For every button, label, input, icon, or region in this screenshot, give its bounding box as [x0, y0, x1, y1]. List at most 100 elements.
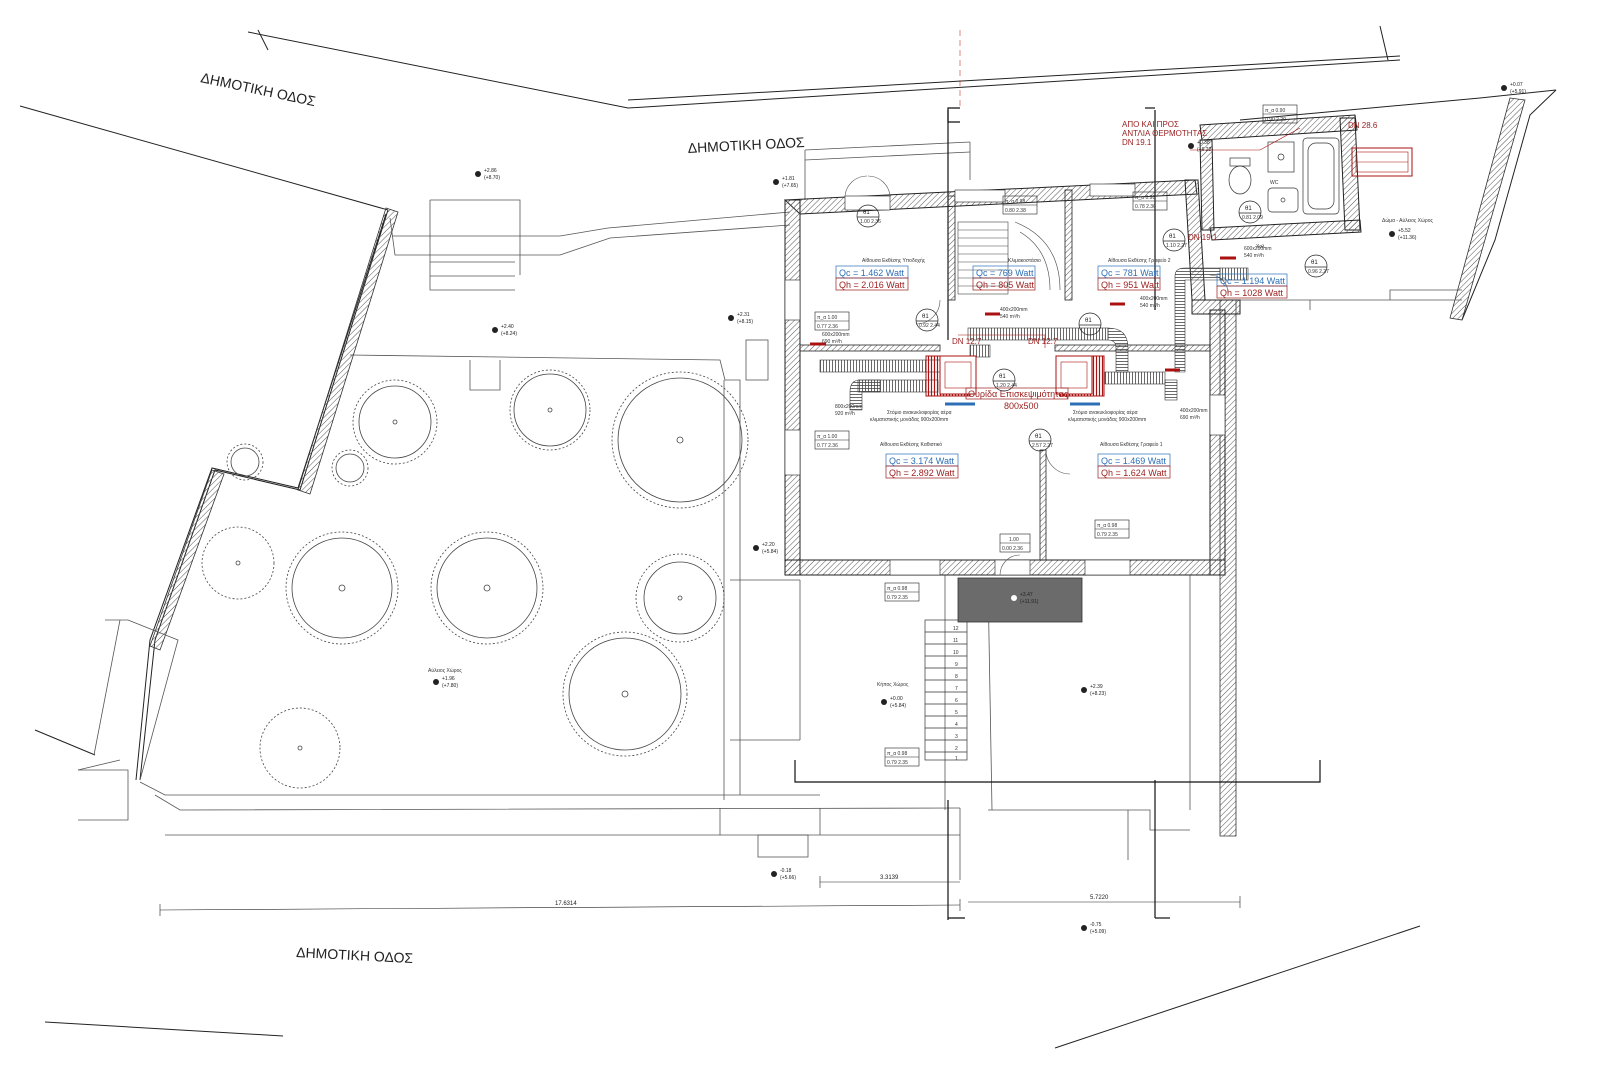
site-boundary-hatched-wall [149, 97, 1526, 837]
airflow-label: 690 m³/h [822, 339, 842, 345]
airflow-label: 540 m³/h [1000, 314, 1020, 320]
entry-landing [957, 577, 1083, 623]
svg-text:(+8.70): (+8.70) [484, 175, 500, 181]
level-marker: +3.47(+11.91) [1011, 592, 1039, 605]
heating-load-label: Qh = 2.016 Watt [839, 280, 905, 290]
building-walls [783, 114, 1362, 576]
level-marker: +2.40(+8.24) [492, 324, 517, 337]
room-name-label: Αίθουσα Εκθέσης Υποδοχής [862, 257, 926, 264]
airflow-label: 540 m³/h [1244, 253, 1264, 259]
thermo-tag: θ1 [1311, 260, 1318, 266]
thermo-tag: θ1 [1035, 434, 1042, 440]
opening-type: 1.00 [1009, 537, 1019, 543]
level-marker: +0.00(+5.84) [881, 696, 906, 709]
opening-dims: 0.90 2.20 [1265, 117, 1286, 123]
pipe-diameter-label: DN 19.1 [1122, 138, 1152, 147]
svg-text:(+6.22): (+6.22) [1197, 147, 1213, 153]
duct-size-label: 400x200mm [1000, 307, 1028, 313]
tree [226, 443, 264, 481]
street-name-label: ΔΗΜΟΤΙΚΗ ΟΔΟΣ [296, 944, 414, 966]
stair-numbers: 12 11 10 9 8 7 6 5 4 3 2 1 [953, 626, 959, 762]
thermo-tag: θ1 [863, 210, 870, 216]
thermo-dim: 1.10 2.27 [1166, 243, 1187, 249]
tree [509, 369, 591, 451]
opening-dims: 0.79 2.35 [887, 760, 908, 766]
svg-text:(+11.36): (+11.36) [1398, 235, 1417, 241]
level-marker: +2.31(+8.15) [728, 312, 753, 325]
level-marker: +2.39(+8.23) [1081, 684, 1106, 697]
thermo-dim: 1.00 2.36 [860, 219, 881, 225]
tree [201, 526, 275, 600]
level-markers: +2.86(+8.70) +1.81(+7.65) +2.40(+8.24) +… [433, 82, 1526, 935]
tree [259, 707, 341, 789]
level-marker: -0.18(+5.66) [771, 868, 796, 881]
thermo-marker [1028, 428, 1052, 452]
airflow-label: 540 m³/h [1140, 303, 1160, 309]
opening-dims: 0.80 2.38 [1005, 208, 1026, 214]
stair-step-number: 2 [955, 746, 958, 752]
dimension-label: 3.3139 [880, 875, 899, 881]
room-name-label: Δώμα - Αύλειος Χώρος [1382, 217, 1434, 224]
cooling-load-label: Qc = 1.194 Watt [1220, 276, 1285, 286]
airflow-label: 690 m³/h [1180, 415, 1200, 421]
thermo-tag: θ1 [999, 374, 1006, 380]
thermo-tag: θ1 [1169, 234, 1176, 240]
svg-text:(+8.23): (+8.23) [1090, 691, 1106, 697]
svg-text:-0.18: -0.18 [780, 868, 792, 874]
opening-type: π_α 0.98 [1135, 195, 1155, 201]
cooling-load-label: Qc = 3.174 Watt [889, 456, 954, 466]
tree [611, 371, 749, 509]
opening-type: π_α 0.98 [887, 586, 907, 592]
access-door-label: Θυρίδα Επισκεψιμότητας [968, 389, 1069, 399]
thermo-tag: θ1 [1245, 206, 1252, 212]
stair-step-number: 3 [955, 734, 958, 740]
level-marker: +2.20(+5.84) [753, 542, 778, 555]
svg-text:+0.38: +0.38 [1197, 140, 1210, 146]
tree [635, 553, 725, 643]
tree [430, 531, 544, 645]
duct-size-label: 800x200mm [835, 404, 863, 410]
room-name-label: Κλιμακοστάσιο [1008, 257, 1041, 264]
dimension-label: 17.6314 [555, 901, 577, 907]
load-box: Qc = 769 Watt Qh = 805 Watt [972, 265, 1036, 291]
svg-text:+2.40: +2.40 [501, 324, 514, 330]
svg-text:(+8.15): (+8.15) [737, 319, 753, 325]
opening-dims: 0.77 2.36 [817, 324, 838, 330]
opening-type: π_α 0.90 [1265, 108, 1285, 114]
return-outlet-label: κλιματιστικής μονάδας 900x200mm [1068, 416, 1146, 423]
opening-dims: 0.00 2.36 [1002, 546, 1023, 552]
opening-type: π_α 0.98 [1005, 199, 1025, 205]
level-marker: +0.07(+5.91) [1501, 82, 1526, 95]
pipe-diameter-label: DN 12.7 [1028, 337, 1058, 346]
thermo-marker [1162, 228, 1186, 252]
thermo-dim: 1.20 2.44 [996, 383, 1017, 389]
load-box: Qc = 3.174 Watt Qh = 2.892 Watt [885, 453, 959, 479]
stair-step-number: 11 [953, 638, 958, 644]
opening-tag-labels: π_α 0.98 0.80 2.38 π_α 0.98 0.78 2.36 π_… [817, 108, 1286, 766]
opening-dims: 0.77 2.36 [817, 443, 838, 449]
cooling-load-label: Qc = 1.462 Watt [839, 268, 904, 278]
svg-text:+2.31: +2.31 [737, 312, 750, 318]
heat-pump-unit [1351, 147, 1413, 177]
thermo-marker [915, 308, 939, 332]
svg-text:(+11.91): (+11.91) [1020, 599, 1039, 605]
pipe-diameter-label: DN 28.6 [1348, 121, 1378, 130]
return-outlet-label: Στόμιο ανακυκλοφορίας αέρα [1073, 409, 1138, 416]
thermo-marker [992, 368, 1016, 392]
thermo-markers [856, 200, 1328, 452]
cooling-load-label: Qc = 781 Watt [1101, 268, 1159, 278]
svg-text:+3.47: +3.47 [1020, 592, 1033, 598]
stair-step-number: 7 [955, 686, 958, 692]
room-name-label: Αίθουσα Εκθέσης Γραφείο 2 [1108, 257, 1171, 264]
stair-step-number: 9 [955, 662, 958, 668]
load-box: Qc = 781 Watt Qh = 951 Watt [1097, 265, 1161, 291]
thermo-marker [1078, 312, 1102, 336]
tree [285, 531, 399, 645]
svg-text:(+5.66): (+5.66) [780, 875, 796, 881]
stair-step-number: 6 [955, 698, 958, 704]
svg-text:(+7.80): (+7.80) [442, 683, 458, 689]
load-box: Qc = 1.469 Watt Qh = 1.624 Watt [1097, 453, 1171, 479]
stair-step-number: 10 [953, 650, 959, 656]
opening-type: π_α 0.98 [1097, 523, 1117, 529]
cooling-load-label: Qc = 1.469 Watt [1101, 456, 1166, 466]
